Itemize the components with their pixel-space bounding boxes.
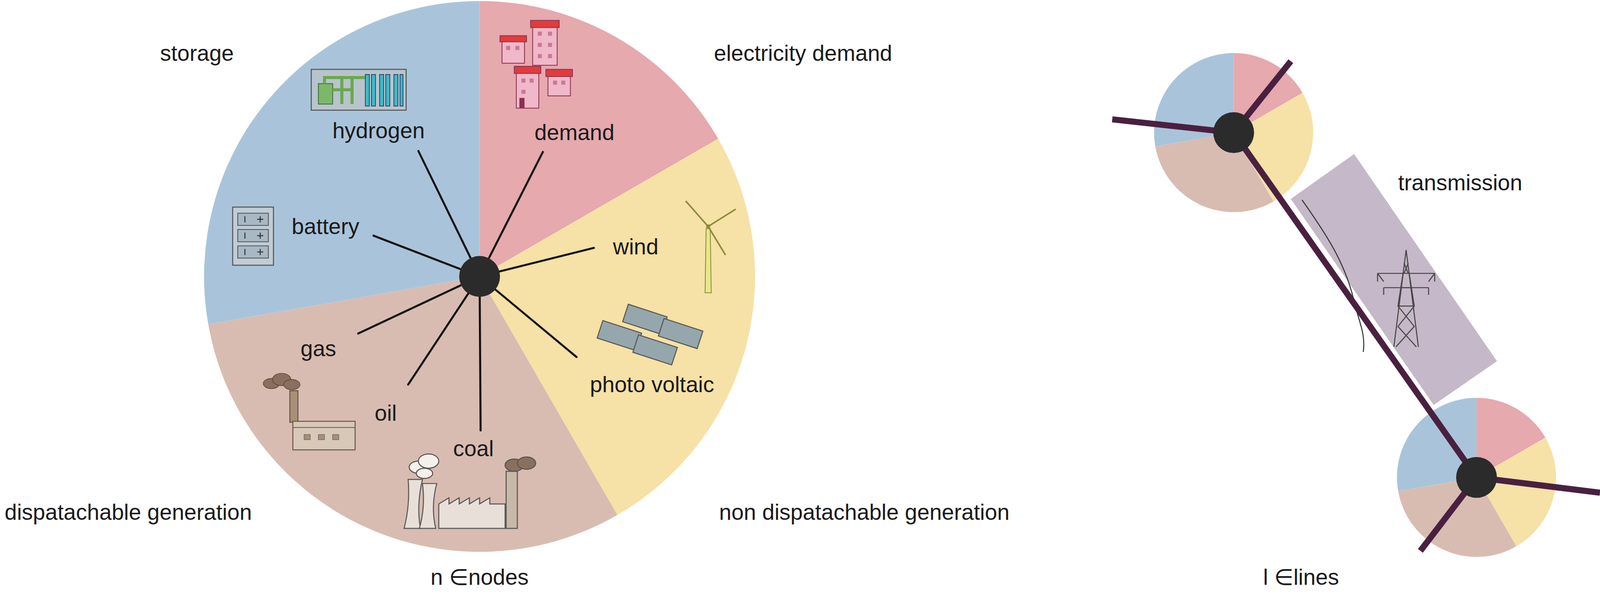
component-label: battery xyxy=(291,213,360,240)
transmission-lines xyxy=(1112,61,1600,552)
category-label: electricity demand xyxy=(714,40,893,66)
hydrogen-icon xyxy=(311,69,407,111)
small-node-pie xyxy=(1154,53,1314,213)
pie-spokes xyxy=(358,151,594,431)
category-label: storage xyxy=(159,40,234,66)
component-label: transmission xyxy=(1398,170,1523,196)
component-label: demand xyxy=(534,119,615,146)
component-label: wind xyxy=(613,234,659,260)
buildings-icon xyxy=(500,20,573,108)
coal-plant-icon xyxy=(404,454,537,529)
component-label: coal xyxy=(453,436,494,462)
category-label: dispatachable generation xyxy=(4,499,252,526)
component-label: photo voltaic xyxy=(590,371,715,398)
node-hub xyxy=(1213,112,1255,154)
component-label: oil xyxy=(374,400,397,426)
wind-turbine-icon xyxy=(685,200,736,293)
battery-icon xyxy=(232,206,274,266)
node-hub xyxy=(459,256,501,298)
node-hub xyxy=(1456,457,1498,499)
pv-panels-icon xyxy=(596,304,703,366)
node-pie xyxy=(204,0,756,552)
set-label: l ∈lines xyxy=(1263,564,1340,591)
small-node-pie xyxy=(1397,397,1557,557)
category-label: non dispatachable generation xyxy=(719,499,1010,526)
set-label: n ∈nodes xyxy=(430,564,529,591)
component-label: gas xyxy=(300,336,337,362)
component-label: hydrogen xyxy=(332,118,425,144)
gas-plant-icon xyxy=(263,373,355,450)
